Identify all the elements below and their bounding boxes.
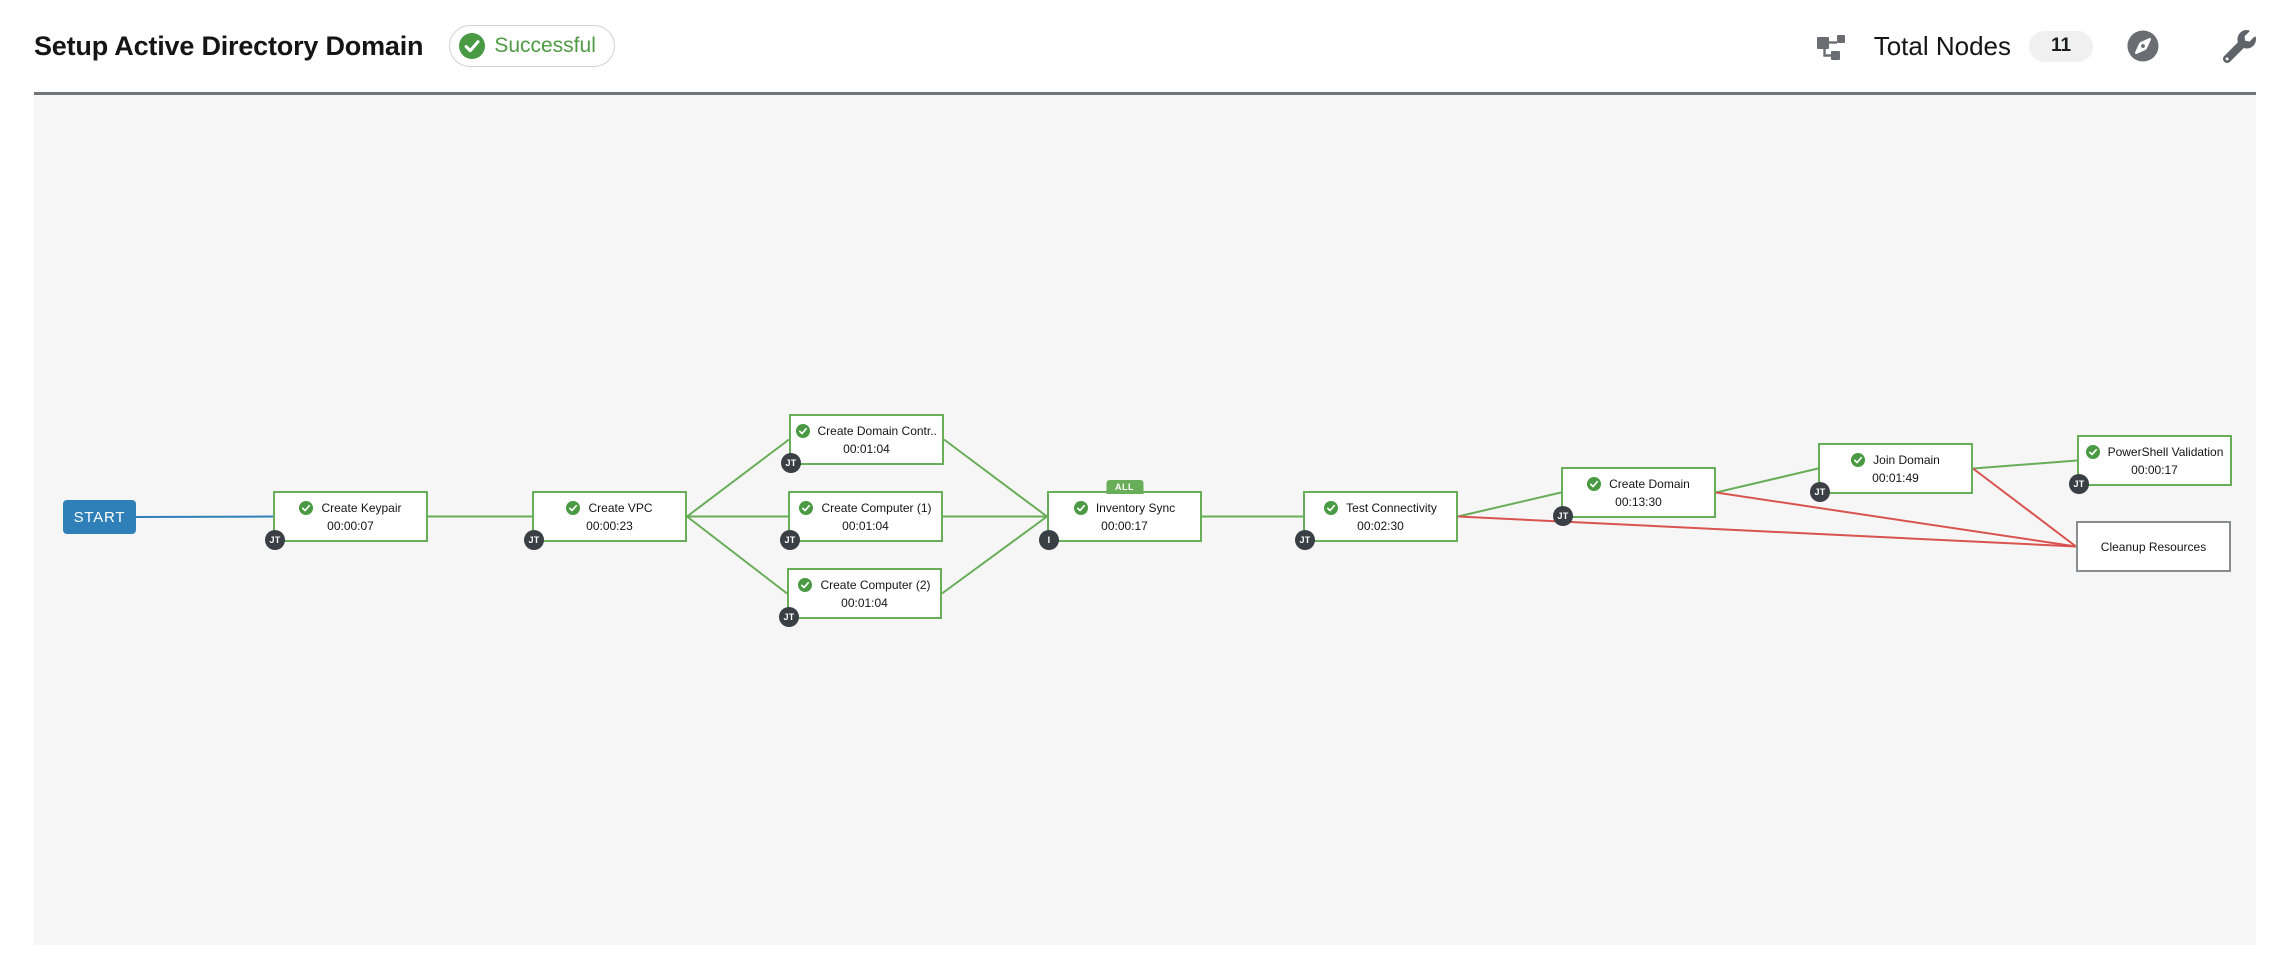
edge-join-domain-to-powershell-validation bbox=[1972, 459, 2078, 470]
node-success-icon bbox=[299, 500, 314, 515]
node-elapsed-time: 00:01:04 bbox=[843, 441, 890, 456]
node-title-row: Inventory Sync bbox=[1073, 500, 1176, 515]
edge-create-vpc-to-create-computer-2 bbox=[686, 515, 788, 595]
edge-create-domain-to-join-domain bbox=[1715, 467, 1819, 494]
node-success-icon bbox=[798, 577, 813, 592]
node-title-row: Create Computer (2) bbox=[798, 577, 931, 592]
edge-test-connectivity-to-cleanup-resources bbox=[1457, 515, 2077, 548]
compass-icon bbox=[2127, 30, 2159, 62]
node-title-row: Test Connectivity bbox=[1324, 500, 1437, 515]
tools-button[interactable] bbox=[2223, 29, 2256, 63]
node-label: Join Domain bbox=[1873, 452, 1940, 467]
edge-join-domain-to-cleanup-resources bbox=[1972, 467, 2077, 548]
edge-test-connectivity-to-create-domain bbox=[1457, 491, 1562, 518]
node-title-row: Create Domain bbox=[1587, 476, 1690, 491]
header: Setup Active Directory Domain Successful bbox=[34, 0, 2256, 92]
legend-button[interactable] bbox=[2127, 30, 2159, 62]
total-nodes-label: Total Nodes bbox=[1873, 30, 2011, 61]
status-label: Successful bbox=[494, 34, 596, 57]
node-title-row: Create Keypair bbox=[299, 500, 402, 515]
node-type-badge: JT bbox=[780, 530, 800, 550]
edge-start-to-create-keypair bbox=[135, 515, 274, 518]
header-left: Setup Active Directory Domain Successful bbox=[34, 25, 615, 67]
convergence-badge: ALL bbox=[1106, 480, 1143, 494]
node-title-row: Join Domain bbox=[1851, 452, 1940, 467]
node-elapsed-time: 00:00:17 bbox=[2131, 462, 2178, 477]
node-elapsed-time: 00:01:49 bbox=[1872, 470, 1919, 485]
node-success-icon bbox=[1324, 500, 1339, 515]
header-right: Total Nodes 11 bbox=[1816, 29, 2256, 63]
node-success-icon bbox=[566, 500, 581, 515]
node-label: Create VPC bbox=[588, 500, 653, 515]
node-type-badge: JT bbox=[1295, 530, 1315, 550]
edge-create-vpc-to-create-domain-controller bbox=[686, 438, 790, 518]
node-success-icon bbox=[799, 500, 814, 515]
node-label: Test Connectivity bbox=[1346, 500, 1437, 515]
node-label: Create Domain Contr... bbox=[817, 423, 938, 438]
start-node: START bbox=[63, 500, 136, 534]
node-elapsed-time: 00:13:30 bbox=[1615, 494, 1662, 509]
status-check-icon bbox=[459, 33, 486, 59]
node-success-icon bbox=[1851, 452, 1866, 467]
node-elapsed-time: 00:02:30 bbox=[1357, 518, 1404, 533]
node-type-badge: JT bbox=[779, 607, 799, 627]
edge-create-domain-controller-to-inventory-sync bbox=[943, 438, 1048, 518]
workflow-node-cleanup-resources[interactable]: Cleanup Resources bbox=[2076, 521, 2231, 572]
node-elapsed-time: 00:00:17 bbox=[1101, 518, 1148, 533]
node-label: Inventory Sync bbox=[1095, 500, 1176, 515]
node-label: Cleanup Resources bbox=[2100, 539, 2207, 554]
node-title-row: Create VPC bbox=[566, 500, 653, 515]
page-title: Setup Active Directory Domain bbox=[34, 30, 424, 61]
node-success-icon bbox=[1073, 500, 1088, 515]
total-nodes-count-badge: 11 bbox=[2029, 30, 2093, 62]
node-type-badge: JT bbox=[265, 530, 285, 550]
edge-create-domain-to-cleanup-resources bbox=[1715, 491, 2077, 548]
node-type-badge: JT bbox=[1553, 506, 1573, 526]
node-label: Create Domain bbox=[1609, 476, 1690, 491]
node-type-badge: JT bbox=[524, 530, 544, 550]
sitemap-icon bbox=[1816, 33, 1846, 60]
node-title-row: Create Domain Contr... bbox=[795, 423, 938, 438]
node-title-row: Create Computer (1) bbox=[799, 500, 932, 515]
node-elapsed-time: 00:01:04 bbox=[842, 518, 889, 533]
node-label: Create Computer (1) bbox=[821, 500, 932, 515]
node-success-icon bbox=[795, 423, 810, 438]
node-type-badge: JT bbox=[781, 453, 801, 473]
node-type-badge: JT bbox=[1810, 482, 1830, 502]
header-divider bbox=[34, 92, 2256, 95]
node-label: Create Computer (2) bbox=[820, 577, 931, 592]
node-elapsed-time: 00:01:04 bbox=[841, 595, 888, 610]
node-success-icon bbox=[1587, 476, 1602, 491]
node-label: Create Keypair bbox=[321, 500, 402, 515]
node-title-row: PowerShell Validation bbox=[2085, 444, 2224, 459]
node-elapsed-time: 00:00:07 bbox=[327, 518, 374, 533]
node-label: PowerShell Validation bbox=[2107, 444, 2224, 459]
status-badge: Successful bbox=[449, 25, 615, 67]
edge-layer bbox=[135, 438, 2078, 595]
node-success-icon bbox=[2085, 444, 2100, 459]
wrench-icon bbox=[2223, 29, 2256, 63]
node-type-badge: I bbox=[1039, 530, 1059, 550]
node-type-badge: JT bbox=[2069, 474, 2089, 494]
node-elapsed-time: 00:00:23 bbox=[586, 518, 633, 533]
edge-create-computer-2-to-inventory-sync bbox=[941, 515, 1048, 595]
